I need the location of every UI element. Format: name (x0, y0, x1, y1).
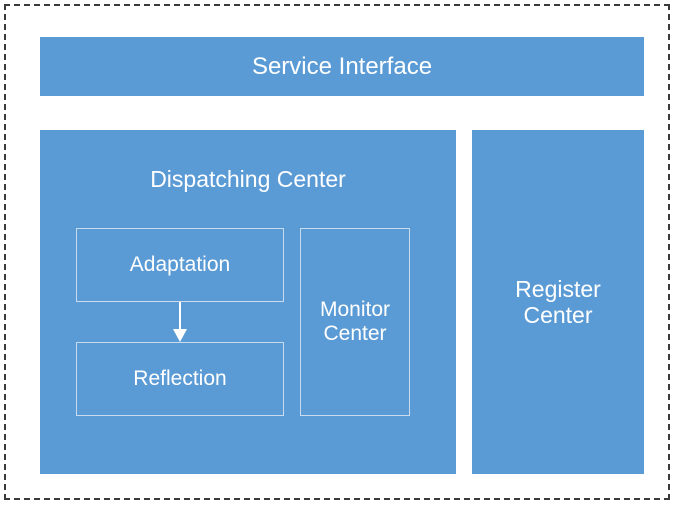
register-center-block: Register Center (472, 130, 644, 474)
monitor-center-label: Monitor Center (301, 298, 409, 346)
reflection-label: Reflection (133, 366, 227, 390)
adaptation-to-reflection-arrow-icon (173, 302, 187, 342)
monitor-center-block: Monitor Center (300, 228, 410, 416)
monitor-center-label-line1: Monitor (319, 297, 391, 321)
service-interface-block: Service Interface (40, 37, 644, 96)
adaptation-label: Adaptation (129, 252, 231, 276)
service-interface-label: Service Interface (251, 52, 433, 80)
diagram-outer-boundary (4, 4, 670, 500)
monitor-center-label-line2: Center (323, 322, 387, 345)
adaptation-block: Adaptation (76, 228, 284, 302)
register-center-label-line2: Center (523, 302, 593, 328)
register-center-label: Register Center (472, 276, 644, 329)
reflection-block: Reflection (76, 342, 284, 416)
register-center-label-line1: Register (515, 275, 601, 302)
dispatching-center-label: Dispatching Center (150, 166, 346, 192)
